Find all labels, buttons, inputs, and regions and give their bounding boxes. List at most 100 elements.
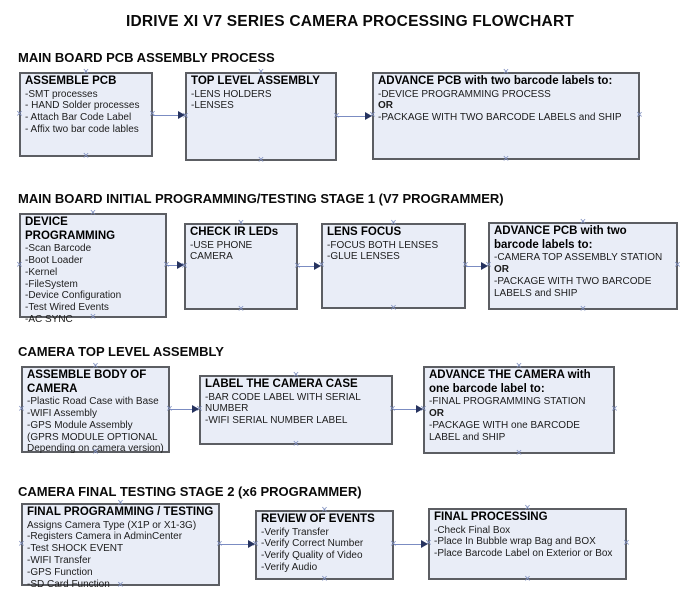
arrow-line	[220, 543, 251, 546]
connection-point-icon: ×	[237, 303, 245, 315]
box-line: -PACKAGE WITH TWO BARCODE LABELS and SHI…	[378, 112, 622, 124]
connection-point-icon: ×	[18, 537, 25, 550]
box-line: -GPS Function	[27, 566, 93, 578]
box-line: -Boot Loader	[25, 254, 83, 266]
box-line: -Verify Correct Number	[261, 538, 364, 550]
flow-box-advance-camera: ADVANCE THE CAMERA with one barcode labe…	[420, 361, 617, 459]
flow-arrow	[337, 112, 372, 121]
box-title: LABEL THE CAMERA CASE	[205, 378, 358, 390]
box-line: -BAR CODE LABEL WITH SERIAL NUMBER	[205, 391, 361, 415]
flow-arrow	[220, 540, 255, 549]
arrow-line	[170, 408, 195, 411]
box-line: -Device Configuration	[25, 290, 122, 302]
arrow-line	[393, 408, 419, 411]
box-title: TOP LEVEL ASSEMBLY	[191, 75, 320, 87]
box-line: Assigns Camera Type (X1P or X1-3G)	[27, 519, 197, 531]
connection-point-icon: ×	[16, 107, 23, 120]
arrowhead-icon	[481, 262, 488, 270]
box-line: -Place Barcode Label on Exterior or Box	[434, 548, 613, 560]
flow-arrow	[466, 262, 488, 271]
box-line: -DEVICE PROGRAMMING PROCESS	[378, 88, 551, 100]
section-heading-pcb-assembly: MAIN BOARD PCB ASSEMBLY PROCESS	[18, 50, 275, 65]
connection-point-icon: ×	[674, 259, 681, 271]
connection-point-icon: ×	[579, 303, 587, 315]
box-line: -Verify Audio	[261, 561, 318, 573]
arrow-line	[337, 115, 368, 118]
box-line: -Test Wired Events	[25, 302, 109, 314]
flow-box-final-processing: FINAL PROCESSING -Check Final Box -Place…	[425, 503, 629, 585]
arrowhead-icon	[416, 405, 423, 413]
box-title: LENS FOCUS	[327, 226, 402, 238]
box-line: -Verify Quality of Video	[261, 550, 363, 562]
connection-point-icon: ×	[16, 258, 23, 271]
section-heading-stage1: MAIN BOARD INITIAL PROGRAMMING/TESTING S…	[18, 191, 504, 206]
flow-arrow	[167, 261, 184, 270]
connection-point-icon: ×	[502, 153, 510, 165]
box-line: -Scan Barcode	[25, 243, 92, 255]
box-line: -GLUE LENSES	[327, 251, 400, 263]
flow-box-review-of-events: REVIEW OF EVENTS -Verify Transfer -Verif…	[252, 505, 396, 585]
arrowhead-icon	[192, 405, 199, 413]
box-line: - Affix two bar code lables	[25, 123, 139, 135]
flow-box-advance-pcb-2: ADVANCE PCB with two barcode labels to: …	[485, 217, 680, 315]
flow-box-advance-pcb-1: ADVANCE PCB with two barcode labels to: …	[369, 67, 642, 165]
arrowhead-icon	[178, 111, 185, 119]
box-title: FINAL PROCESSING	[434, 511, 548, 523]
connection-point-icon: ×	[82, 150, 90, 162]
box-line: -USE PHONE CAMERA	[190, 239, 253, 263]
box-title: REVIEW OF EVENTS	[261, 513, 375, 525]
box-line: -SD Card Function	[27, 578, 110, 590]
flow-box-final-programming-testing: FINAL PROGRAMMING / TESTING Assigns Came…	[18, 498, 222, 591]
box-line: -PACKAGE WITH one BARCODE LABEL and SHIP	[429, 419, 580, 443]
box-line: -Kernel	[25, 266, 58, 278]
connection-point-icon: ×	[390, 302, 397, 314]
box-line-or: OR	[494, 263, 509, 275]
box-line: -WIFI Assembly	[27, 407, 98, 419]
box-line: -Plastic Road Case with Base	[27, 396, 159, 408]
connection-point-icon: ×	[611, 403, 618, 415]
box-line: -FOCUS BOTH LENSES	[327, 239, 439, 251]
box-title: ASSEMBLE PCB	[25, 75, 117, 87]
box-line: -SMT processes	[25, 88, 98, 100]
box-line: -LENS HOLDERS	[191, 88, 272, 100]
arrow-line	[153, 114, 181, 117]
box-line: Depending on camera version)	[27, 443, 164, 455]
box-title: ASSEMBLE BODY OF CAMERA	[27, 369, 147, 395]
arrowhead-icon	[248, 540, 255, 548]
box-line: -PACKAGE WITH TWO BARCODE LABELS and SHI…	[494, 275, 652, 299]
box-line: -LENSES	[191, 100, 234, 112]
box-line: -WIFI Transfer	[27, 554, 91, 566]
connection-point-icon: ×	[524, 573, 531, 585]
arrowhead-icon	[314, 262, 321, 270]
connection-point-icon: ×	[257, 154, 265, 166]
chart-title: IDRIVE XI V7 SERIES CAMERA PROCESSING FL…	[125, 13, 575, 30]
box-line: -Check Final Box	[434, 524, 511, 536]
flow-box-assemble-body: ASSEMBLE BODY OF CAMERA -Plastic Road Ca…	[18, 361, 172, 458]
section-heading-final-testing: CAMERA FINAL TESTING STAGE 2 (x6 PROGRAM…	[18, 484, 362, 499]
arrowhead-icon	[365, 112, 372, 120]
box-line: -FINAL PROGRAMMING STATION	[429, 396, 586, 408]
box-line: -Test SHOCK EVENT	[27, 543, 124, 555]
box-line-or: OR	[378, 100, 393, 112]
box-title: FINAL PROGRAMMING / TESTING	[27, 506, 214, 518]
connection-point-icon: ×	[18, 402, 25, 415]
arrowhead-icon	[421, 540, 428, 548]
section-heading-camera-top-assembly: CAMERA TOP LEVEL ASSEMBLY	[18, 344, 224, 359]
flow-box-top-level-assembly: TOP LEVEL ASSEMBLY -LENS HOLDERS -LENSES…	[182, 67, 339, 166]
box-title: CHECK IR LEDs	[190, 226, 279, 238]
box-title: ADVANCE PCB with two barcode labels to:	[378, 75, 613, 87]
arrow-line	[167, 264, 180, 267]
box-line: - HAND Solder processes	[25, 100, 140, 112]
box-line: -Verify Transfer	[261, 526, 329, 538]
box-line: -FileSystem	[25, 278, 78, 290]
box-line: (GPRS MODULE OPTIONAL	[27, 431, 158, 443]
flow-box-assemble-pcb: ASSEMBLE PCB -SMT processes - HAND Solde…	[16, 67, 155, 162]
box-line: -AC SYNC	[25, 313, 73, 325]
arrow-line	[298, 265, 317, 268]
box-line: -WIFI SERIAL NUMBER LABEL	[205, 415, 348, 427]
box-line: -Place In Bubble wrap Bag and BOX	[434, 536, 596, 548]
box-line: -CAMERA TOP ASSEMBLY STATION	[494, 252, 663, 264]
flow-arrow	[394, 540, 428, 549]
arrowhead-icon	[177, 261, 184, 269]
